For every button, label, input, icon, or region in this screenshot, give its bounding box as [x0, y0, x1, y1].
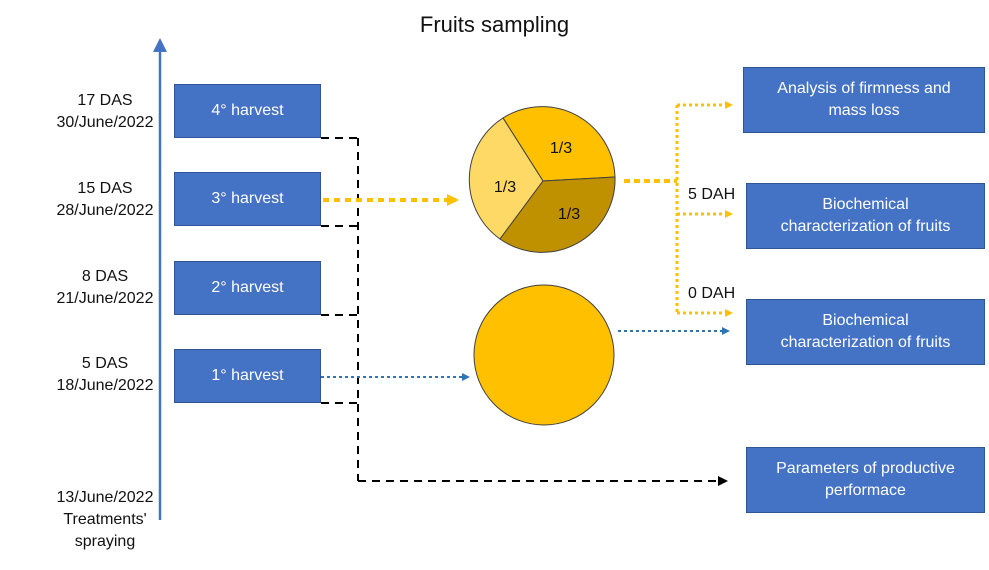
pie-slice-top: [502, 106, 616, 182]
harvest-box-1: 1° harvest: [174, 349, 321, 403]
harvest-box-label: 4° harvest: [211, 102, 284, 119]
black-connectors: [321, 137, 728, 486]
harvest-box-label: 2° harvest: [211, 279, 284, 296]
harvest-box-3: 3° harvest: [174, 172, 321, 226]
dah-label-0: 0 DAH: [688, 285, 736, 302]
yellow-branches: [624, 101, 733, 317]
pie-label-top: 1/3: [550, 140, 572, 157]
output-box-biochem-5dah: Biochemical characterization of fruits: [746, 183, 985, 249]
harvest-box-label: 3° harvest: [211, 190, 284, 207]
timeline-label-spraying: 13/June/2022 Treatments' spraying: [56, 489, 154, 550]
harvest-box-2: 2° harvest: [174, 261, 321, 315]
output-box-firmness: Analysis of firmness and mass loss: [743, 67, 985, 133]
pie-slice-right: [499, 176, 616, 253]
timeline-label-15das: 15 DAS 28/June/2022: [56, 180, 154, 219]
timeline-arrowhead: [153, 38, 167, 52]
timeline-label-8das: 8 DAS 21/June/2022: [56, 268, 154, 307]
pie-label-right: 1/3: [558, 206, 580, 223]
timeline-label-5das: 5 DAS 18/June/2022: [56, 355, 154, 394]
harvest-box-label: 1° harvest: [211, 367, 284, 384]
diagram-title: Fruits sampling: [419, 12, 570, 37]
pie-split: [468, 106, 616, 253]
whole-fruit-circle: [473, 284, 615, 426]
pie-slice-left: [468, 117, 544, 240]
output-box-performance: Parameters of productive performace: [746, 447, 985, 513]
dah-label-5: 5 DAH: [688, 186, 736, 203]
output-box-biochem-0dah: Biochemical characterization of fruits: [746, 299, 985, 365]
timeline-label-17das: 17 DAS 30/June/2022: [56, 92, 154, 131]
pie-label-left: 1/3: [494, 179, 516, 196]
harvest-box-4: 4° harvest: [174, 84, 321, 138]
